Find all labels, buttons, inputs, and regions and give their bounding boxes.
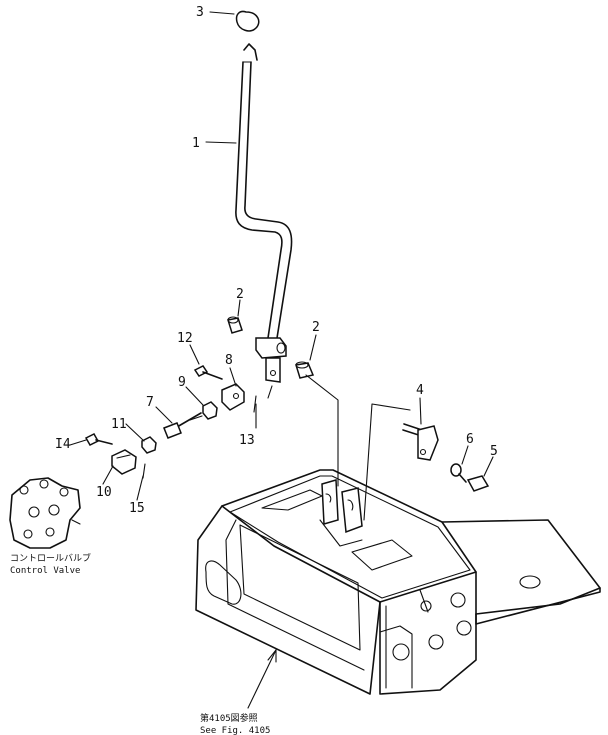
callout-5: 5 (490, 444, 498, 459)
yoke-10 (111, 449, 137, 475)
callout-12: 12 (177, 331, 193, 346)
control-valve-part (9, 477, 81, 549)
callout-14: I4 (55, 437, 71, 452)
see-fig-label-en: See Fig. 4105 (200, 726, 270, 735)
callout-1: 1 (192, 136, 200, 151)
pin-13 (253, 395, 257, 413)
nut-9 (202, 401, 218, 420)
leader-lines (69, 11, 494, 709)
bolt-12 (193, 365, 223, 380)
callout-10: 10 (96, 485, 112, 500)
lever-part (235, 43, 293, 383)
callout-11: 11 (111, 417, 127, 432)
bushing-right (295, 361, 315, 379)
rod-part (163, 412, 202, 439)
callout-2-right: 2 (312, 320, 320, 335)
washer-6 (450, 463, 462, 477)
bushing-left (227, 316, 243, 334)
callout-13: 13 (239, 433, 255, 448)
nut-11 (141, 436, 157, 454)
knob-part (235, 10, 260, 32)
control-valve-label-jp: コントロールバルブ (10, 552, 91, 564)
pin-4 (402, 423, 439, 461)
callout-2-left: 2 (236, 287, 244, 302)
callout-7: 7 (146, 395, 154, 410)
bolt-5 (458, 473, 490, 492)
captions: コントロールバルブ Control Valve 第4105図参照 See Fig… (10, 552, 270, 735)
callout-9: 9 (178, 375, 186, 390)
callout-15: 15 (129, 501, 145, 516)
frame-part (195, 469, 601, 695)
clevis-part (221, 383, 245, 411)
bolt-14 (84, 433, 113, 446)
callout-3: 3 (196, 5, 204, 20)
callout-labels: 3 1 2 2 12 8 9 7 13 11 I4 10 15 4 6 5 (55, 5, 498, 516)
callout-6: 6 (466, 432, 474, 447)
control-valve-label-en: Control Valve (10, 566, 80, 576)
see-fig-label-jp: 第4105図参照 (200, 712, 258, 724)
callout-4: 4 (416, 383, 424, 398)
callout-8: 8 (225, 353, 233, 368)
